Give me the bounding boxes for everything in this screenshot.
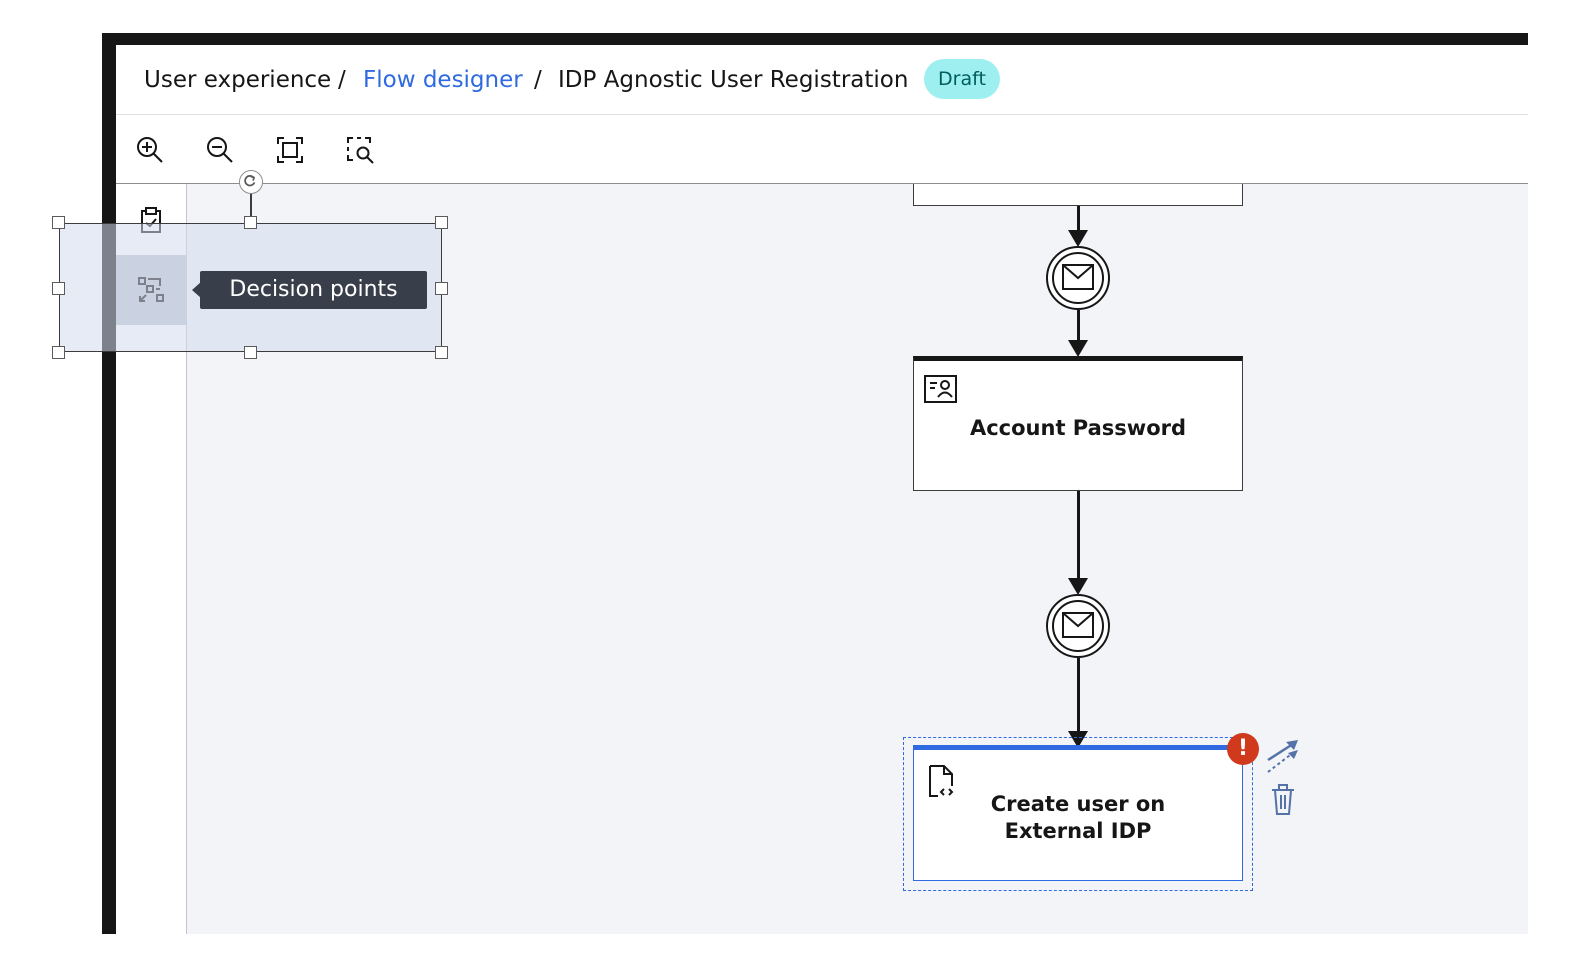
status-badge: Draft (924, 59, 1000, 99)
app-frame-left (102, 33, 116, 934)
zoom-to-selection-icon (347, 137, 374, 164)
code-file-icon (929, 765, 954, 797)
connect-arrow-icon[interactable] (1264, 738, 1302, 774)
connector-line (1077, 491, 1080, 581)
zoom-to-selection-button[interactable] (345, 135, 375, 165)
selection-outline (903, 737, 1253, 891)
tooltip-caret (192, 282, 201, 298)
event-inner-ring (1052, 252, 1104, 304)
user-profile-icon (924, 375, 957, 403)
zoom-in-button[interactable] (135, 135, 165, 165)
zoom-in-icon (137, 137, 163, 163)
resize-handle-bottom-right[interactable] (435, 346, 448, 359)
previous-task-node[interactable] (913, 184, 1243, 206)
resize-handle-top[interactable] (244, 216, 257, 229)
fit-to-screen-icon (277, 137, 303, 163)
resize-handle-bottom-left[interactable] (52, 346, 65, 359)
fit-to-screen-button[interactable] (275, 135, 305, 165)
error-indicator-icon[interactable]: ! (1227, 733, 1259, 765)
connector-arrowhead (1068, 340, 1088, 357)
connector-line (1077, 310, 1080, 340)
task-node-create-user-external-idp[interactable]: Create user on External IDP (913, 745, 1243, 881)
breadcrumb-user-experience[interactable]: User experience (144, 67, 332, 93)
task-label: Account Password (969, 416, 1187, 440)
zoom-out-icon (207, 137, 233, 163)
rotate-icon (244, 175, 256, 187)
rotate-handle[interactable] (239, 170, 263, 194)
task-node-account-password[interactable]: Account Password (913, 356, 1243, 491)
trash-icon[interactable] (1270, 784, 1296, 816)
connector-line (1077, 206, 1080, 232)
connector-arrowhead (1068, 230, 1088, 247)
resize-handle-top-left[interactable] (52, 216, 65, 229)
zoom-out-button[interactable] (205, 135, 235, 165)
decision-points-tooltip: Decision points (200, 271, 427, 309)
event-inner-ring (1052, 600, 1104, 652)
rotate-connector (250, 193, 252, 223)
resize-handle-right[interactable] (435, 282, 448, 295)
task-label-line2: External IDP (1004, 819, 1152, 843)
canvas-toolbar (116, 115, 1528, 184)
envelope-icon (1062, 612, 1094, 638)
envelope-icon (1062, 264, 1094, 290)
message-event-2[interactable] (1046, 594, 1110, 658)
resize-handle-top-right[interactable] (435, 216, 448, 229)
page-title: IDP Agnostic User Registration (558, 67, 909, 93)
app-frame-top (102, 33, 1528, 45)
breadcrumb-flow-designer[interactable]: Flow designer (363, 67, 523, 93)
breadcrumb-header: User experience / Flow designer / IDP Ag… (116, 45, 1528, 115)
connector-line (1077, 658, 1080, 733)
connector-arrowhead (1068, 731, 1088, 748)
resize-handle-left[interactable] (52, 282, 65, 295)
connector-arrowhead (1068, 578, 1088, 595)
resize-handle-bottom[interactable] (244, 346, 257, 359)
breadcrumb-separator: / (338, 67, 346, 93)
task-label-line1: Create user on (990, 792, 1166, 816)
breadcrumb-separator: / (534, 67, 542, 93)
message-event-1[interactable] (1046, 246, 1110, 310)
